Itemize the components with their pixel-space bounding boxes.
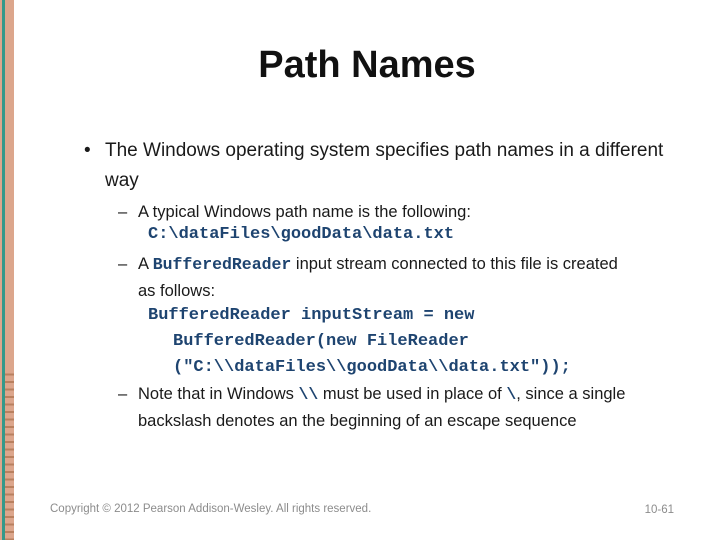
sub-bullet-backslash-note: –Note that in Windows \\ must be used in… — [118, 381, 650, 434]
bullet-marker: • — [84, 140, 91, 161]
left-decoration-bar — [0, 0, 14, 540]
inline-code-bufferedreader: BufferedReader — [152, 255, 292, 274]
bullet-main-text: The Windows operating system specifies p… — [105, 140, 664, 191]
note-text-2: must be used in place of — [318, 385, 507, 403]
dash-marker: – — [118, 255, 128, 273]
dash-marker: – — [118, 385, 128, 403]
page-number: 10-61 — [644, 504, 674, 516]
code-windows-path: C:\dataFiles\goodData\data.txt — [148, 225, 455, 244]
bullet-main: • The Windows operating system specifies… — [84, 136, 667, 196]
decoration-teal-strip — [2, 0, 5, 540]
code-line-1: BufferedReader inputStream = new — [148, 306, 475, 325]
sub-bullet-typical-path: – A typical Windows path name is the fol… — [118, 199, 683, 225]
decoration-tick-marks — [5, 368, 14, 540]
dash-marker: – — [118, 203, 128, 221]
code-line-3: ("C:\\dataFiles\\goodData\\data.txt")); — [173, 358, 571, 377]
decoration-tan-outer-strip — [0, 0, 2, 540]
sub-bullet-bufferedreader: –A BufferedReader input stream connected… — [118, 251, 630, 304]
note-text-3: , since a single backslash denotes an th… — [138, 385, 626, 430]
note-text-1: Note that in Windows — [138, 385, 299, 403]
sub-bullet-bufferedreader-pre: A — [138, 255, 153, 273]
inline-code-single-backslash: \ — [506, 385, 517, 404]
copyright-notice: Copyright © 2012 Pearson Addison-Wesley.… — [50, 503, 372, 515]
slide-title: Path Names — [258, 44, 476, 86]
decoration-tan-main-strip — [5, 0, 14, 540]
inline-code-double-backslash: \\ — [298, 385, 319, 404]
code-block-bufferedreader: BufferedReader inputStream = new Buffere… — [148, 303, 571, 381]
code-line-2: BufferedReader(new FileReader — [173, 332, 469, 351]
sub-bullet-bufferedreader-post: input stream connected to this file is c… — [138, 255, 618, 300]
sub-bullet-typical-path-text: A typical Windows path name is the follo… — [138, 203, 471, 221]
